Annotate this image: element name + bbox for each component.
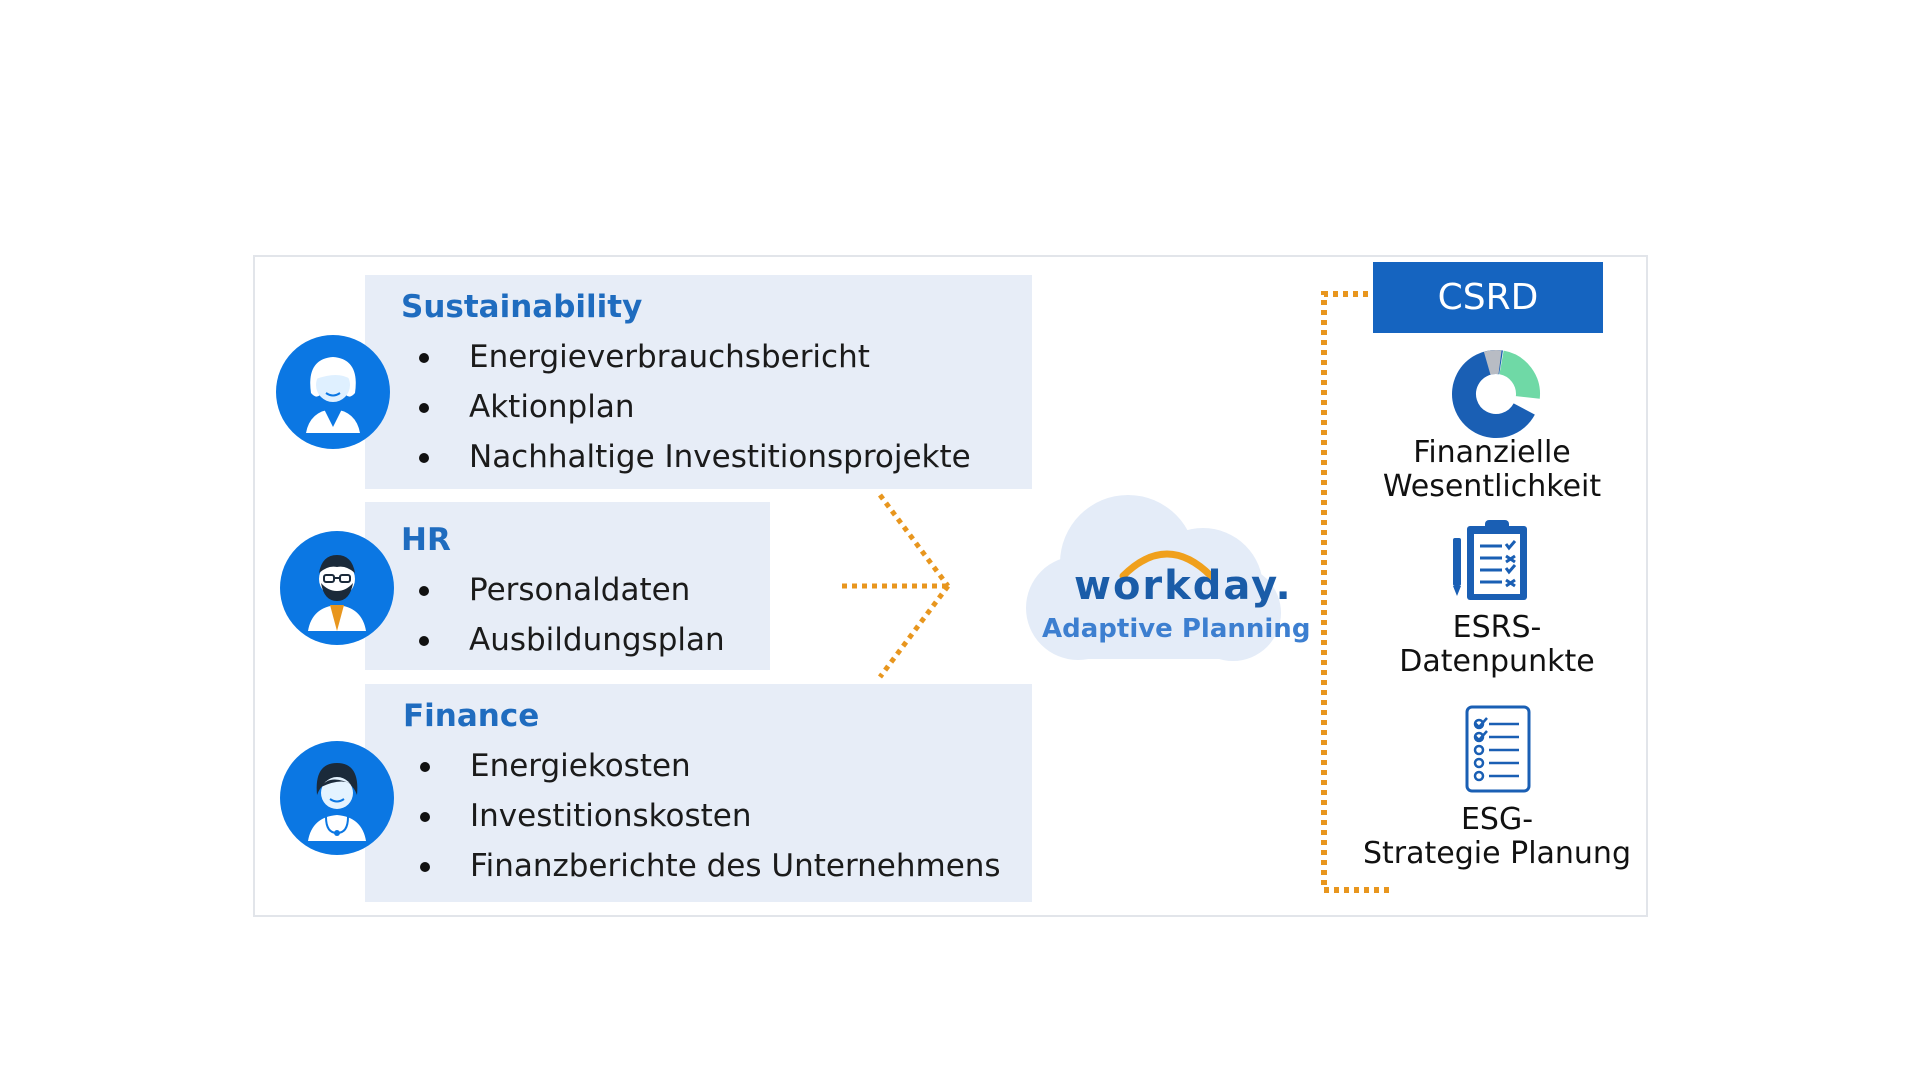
list-item: Investitionskosten	[414, 791, 1001, 841]
workday-brand: workday.	[1074, 563, 1293, 609]
finance-list: Energiekosten Investitionskosten Finanzb…	[414, 741, 1001, 891]
output-line: ESG-	[1460, 802, 1534, 837]
output-line: Finanzielle	[1413, 435, 1571, 470]
woman-avatar-icon	[276, 335, 390, 449]
output-line: Wesentlichkeit	[1382, 469, 1602, 504]
cloud-icon	[1026, 495, 1281, 661]
checklist-icon	[1465, 705, 1531, 793]
output-label-finanzielle: Finanzielle Wesentlichkeit	[1372, 436, 1612, 504]
clipboard-checklist-icon	[1453, 520, 1527, 600]
list-item: Personaldaten	[413, 565, 725, 615]
sustainability-list: Energieverbrauchsbericht Aktionplan Nach…	[413, 332, 971, 482]
finance-title: Finance	[403, 698, 540, 734]
hr-list: Personaldaten Ausbildungsplan	[413, 565, 725, 665]
bracket-connector-icon	[1321, 291, 1390, 893]
output-label-esrs: ESRS- Datenpunkte	[1377, 611, 1617, 679]
list-item: Ausbildungsplan	[413, 615, 725, 665]
bearded-man-avatar-icon	[280, 531, 394, 645]
donut-chart-icon	[1452, 350, 1540, 438]
workday-logo-arc-icon	[1119, 550, 1215, 580]
csrd-header: CSRD	[1373, 262, 1603, 333]
output-line: ESRS-	[1452, 610, 1542, 645]
list-item: Energieverbrauchsbericht	[413, 332, 971, 382]
list-item: Aktionplan	[413, 382, 971, 432]
list-item: Finanzberichte des Unternehmens	[414, 841, 1001, 891]
finance-panel: Finance Energiekosten Investitionskosten…	[365, 684, 1032, 902]
hr-title: HR	[401, 522, 451, 558]
doctor-avatar-icon	[280, 741, 394, 855]
hr-panel: HR Personaldaten Ausbildungsplan	[365, 502, 770, 670]
list-item: Nachhaltige Investitionsprojekte	[413, 432, 971, 482]
adaptive-planning-label: Adaptive Planning	[1042, 614, 1311, 644]
output-label-esg: ESG- Strategie Planung	[1357, 803, 1637, 871]
merge-arrow-icon	[842, 493, 951, 679]
sustainability-panel: Sustainability Energieverbrauchsbericht …	[365, 275, 1032, 489]
output-line: Datenpunkte	[1399, 644, 1595, 679]
output-line: Strategie Planung	[1362, 836, 1631, 871]
list-item: Energiekosten	[414, 741, 1001, 791]
sustainability-title: Sustainability	[401, 289, 643, 325]
